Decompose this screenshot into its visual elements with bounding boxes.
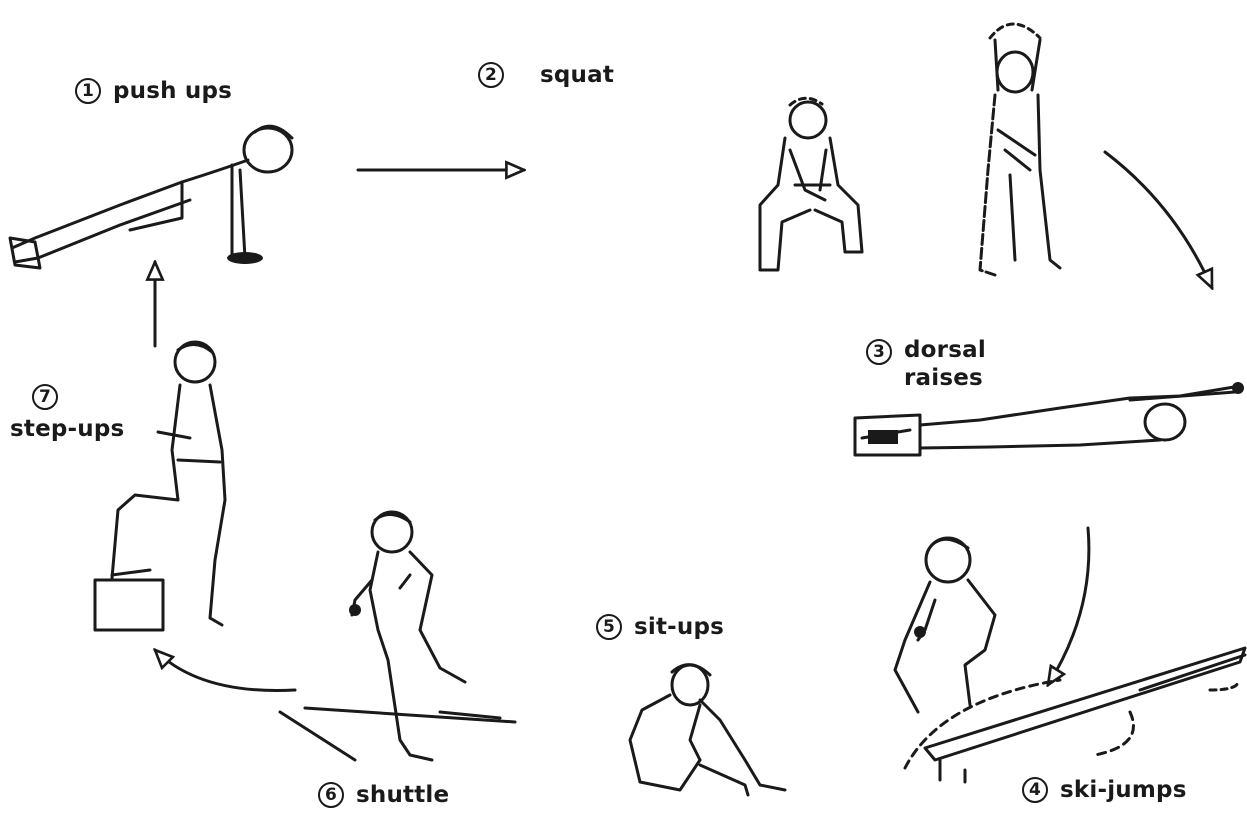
- squat-stand-figure-icon: [980, 24, 1060, 275]
- station-6-name: shuttle: [356, 782, 449, 808]
- station-5-label: 5 sit-ups: [596, 614, 724, 640]
- arrow-3-to-4: [1048, 528, 1089, 685]
- shuttle-runner-figure-icon: [280, 512, 515, 760]
- station-3-name: dorsal: [904, 336, 986, 364]
- station-7-label: 7 step-ups: [10, 384, 124, 442]
- station-7-number: 7: [32, 384, 58, 410]
- station-2-label: 2 squat: [478, 62, 614, 88]
- station-5-number: 5: [596, 614, 622, 640]
- ski-jumps-figure-icon: [895, 538, 1245, 782]
- push-up-figure-icon: [10, 126, 292, 268]
- squat-low-figure-icon: [760, 98, 862, 270]
- station-6-label: 6 shuttle: [318, 782, 449, 808]
- arrow-2-to-3: [1105, 152, 1212, 288]
- station-1-name: push ups: [113, 78, 232, 104]
- station-1-number: 1: [75, 78, 101, 104]
- station-2-number: 2: [478, 62, 504, 88]
- station-4-name: ski-jumps: [1060, 777, 1187, 803]
- station-3-number: 3: [866, 339, 892, 365]
- station-5-name: sit-ups: [634, 614, 724, 640]
- station-7-name: step-ups: [10, 416, 124, 442]
- station-4-label: 4 ski-jumps: [1022, 777, 1187, 803]
- dorsal-raise-figure-icon: [855, 382, 1244, 455]
- station-3-label: 3 dorsal raises: [866, 336, 986, 392]
- station-2-name: squat: [540, 62, 614, 88]
- station-1-label: 1 push ups: [75, 78, 232, 104]
- station-4-number: 4: [1022, 777, 1048, 803]
- arrow-6-to-7: [155, 650, 295, 691]
- sit-ups-figure-icon: [630, 665, 785, 795]
- station-3-name-line2: raises: [904, 364, 986, 392]
- station-6-number: 6: [318, 782, 344, 808]
